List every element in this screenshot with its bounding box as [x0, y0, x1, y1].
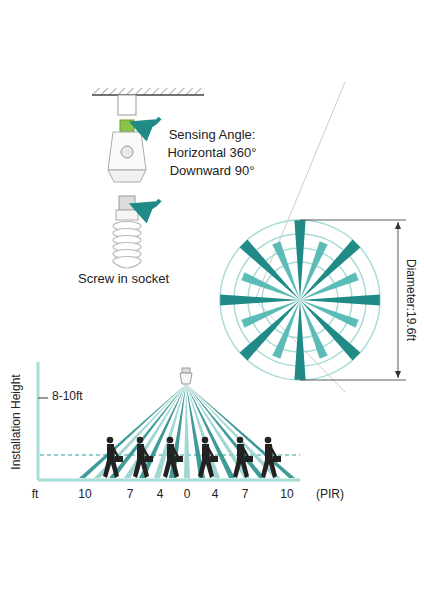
- distance-tick: 4: [157, 488, 164, 502]
- detection-beam: [186, 384, 295, 478]
- detection-beam: [186, 384, 265, 478]
- distance-tick: 10: [78, 488, 91, 502]
- dimension-extension: [300, 380, 406, 381]
- ceiling-hatch: [92, 88, 204, 95]
- detection-beam: [186, 384, 280, 478]
- sensor-adapter: [108, 132, 146, 170]
- detection-beam: [124, 384, 186, 478]
- detection-beam: [154, 384, 186, 478]
- height-axis: [37, 362, 40, 480]
- dimension-line: [398, 222, 399, 378]
- distance-tick: 4: [212, 488, 219, 502]
- spiral-bulb: [113, 222, 141, 269]
- detection-beam: [186, 384, 235, 478]
- range-ring: [220, 220, 380, 380]
- bulb-tip: [113, 262, 141, 268]
- screw-arrow: [140, 118, 160, 127]
- bulb-neck: [116, 210, 138, 220]
- detection-beam: [184, 384, 190, 478]
- axis-title: Installation Height: [10, 372, 24, 471]
- spec-text: Downward 90°: [170, 164, 255, 179]
- dimension-arrows: [395, 222, 401, 378]
- distance-tick: 7: [242, 488, 249, 502]
- sensor-label: (PIR): [316, 488, 344, 502]
- detection-ray: [240, 240, 300, 300]
- detection-ray: [241, 300, 300, 328]
- ceiling-line: [92, 94, 204, 96]
- detection-pattern: [220, 220, 380, 380]
- detection-beam: [186, 384, 220, 478]
- detection-ray: [272, 241, 300, 300]
- detection-ray: [294, 220, 305, 300]
- socket: [118, 95, 136, 115]
- pir-lens: [121, 146, 133, 158]
- detection-beam: [139, 384, 186, 478]
- caption-text: Screw in socket: [78, 272, 169, 287]
- ground-axis: [38, 479, 300, 482]
- detection-ray: [300, 300, 328, 359]
- chart-sensor: [180, 373, 192, 384]
- unit-label: ft: [32, 488, 39, 502]
- detection-fan: [79, 384, 295, 478]
- detection-ray: [300, 300, 360, 360]
- distance-tick: 0: [184, 488, 191, 502]
- walking-people: [103, 437, 281, 478]
- detection-ray: [240, 300, 300, 360]
- distance-tick: 10: [280, 488, 293, 502]
- detection-ray: [300, 272, 359, 300]
- detection-ray: [300, 294, 380, 305]
- detection-ray: [300, 240, 360, 300]
- divider-line: [255, 82, 345, 392]
- dimension-label: Diameter:19.6ft: [403, 257, 417, 343]
- detection-beam: [94, 384, 186, 478]
- detection-ray: [294, 300, 305, 380]
- adapter-thread: [120, 120, 134, 132]
- chart-sensor: [182, 368, 190, 373]
- detection-beam: [79, 384, 186, 478]
- dimension-extension: [300, 220, 406, 221]
- distance-tick: 7: [127, 488, 134, 502]
- screw-arrow: [140, 200, 160, 209]
- detection-beam: [109, 384, 186, 478]
- detection-ray: [220, 294, 300, 305]
- height-label: 8-10ft: [52, 390, 83, 404]
- height-tick: [38, 398, 48, 399]
- spec-text: Horizontal 360°: [167, 146, 256, 161]
- spec-heading: Sensing Angle:: [169, 128, 256, 143]
- adapter-socket: [108, 170, 146, 182]
- bulb-base: [119, 196, 135, 210]
